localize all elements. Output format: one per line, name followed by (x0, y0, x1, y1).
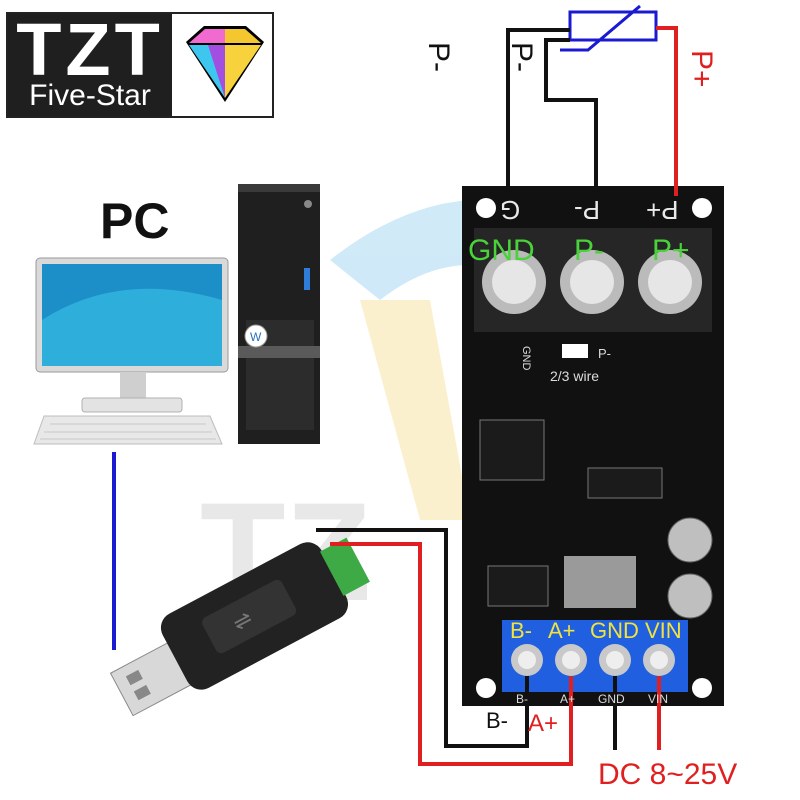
wire-label-bminus: B- (486, 708, 508, 733)
pcb-board (462, 186, 724, 706)
top-silk-pminus: P- (574, 195, 600, 225)
jumper-pminus-label: P- (598, 346, 611, 361)
rtd-sensor-icon (560, 4, 658, 52)
bottom-silk-vin: VIN (648, 692, 669, 706)
sensor-left-label: P- (422, 42, 455, 72)
terminal-label-gnd: GND (468, 234, 535, 267)
usb-rs485-adapter: ⇌ (109, 537, 370, 717)
sensor-mid-label: P- (505, 42, 538, 72)
power-label: DC 8~25V (598, 758, 738, 791)
pc-label: PC (100, 193, 170, 249)
top-silk-pplus: P+ (646, 195, 679, 225)
svg-text:W: W (250, 330, 262, 344)
top-silk-g: G (500, 195, 521, 225)
bottom-silk-bminus: B- (516, 692, 528, 706)
terminal-label-pminus: P- (574, 234, 604, 267)
jumper-caption: 2/3 wire (550, 368, 600, 384)
sensor-red-wire (656, 26, 678, 196)
bottom-label-vin: VIN (645, 618, 682, 643)
bottom-label-bminus: B- (510, 618, 532, 643)
terminal-label-pplus: P+ (652, 234, 690, 267)
computer-tower-icon: W (238, 184, 320, 444)
bottom-label-gnd: GND (590, 618, 639, 643)
sensor-black-wire-1 (506, 28, 570, 196)
logo-subtitle: Five-Star (29, 79, 151, 112)
sensor-right-label: P+ (685, 50, 718, 88)
a-plus-wire (330, 542, 573, 766)
keyboard-icon (33, 415, 223, 445)
top-terminal-block (474, 228, 712, 332)
b-minus-wire (316, 528, 529, 748)
bottom-silk-gnd: GND (598, 692, 625, 706)
logo-brand-text: TZT (16, 8, 164, 91)
sensor-black-wire-2 (544, 38, 598, 196)
monitor-icon (35, 257, 229, 413)
jumper-gnd-label: GND (520, 346, 532, 371)
bottom-silk-aplus: A+ (560, 692, 576, 706)
logo-dark-panel (8, 14, 172, 116)
bottom-label-aplus: A+ (548, 618, 576, 643)
wire-label-aplus: A+ (528, 710, 559, 737)
